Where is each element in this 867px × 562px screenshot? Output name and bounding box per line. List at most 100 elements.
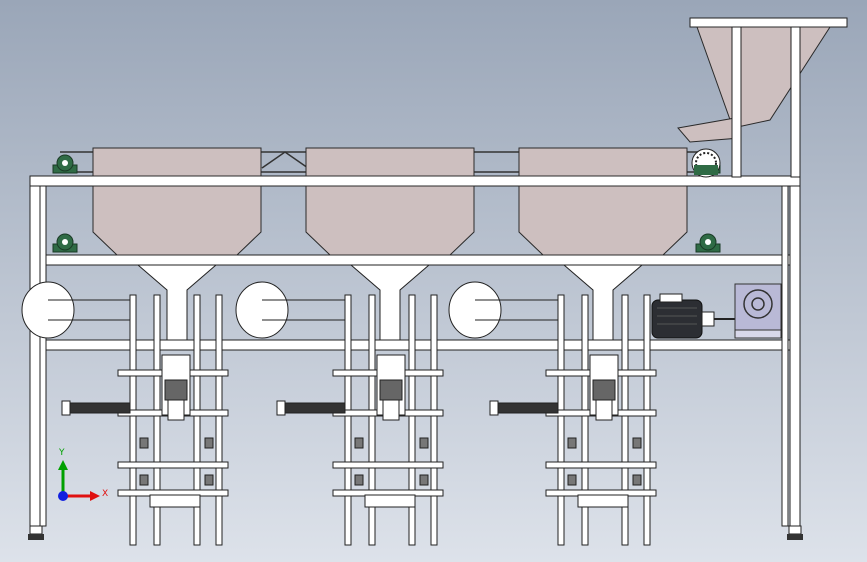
filling-station-1 (61, 294, 229, 546)
pulley-wheel (21, 281, 75, 339)
top-beam (29, 175, 801, 187)
pulley-wheel (448, 281, 502, 339)
pulley-1 (21, 281, 133, 339)
fitting (354, 437, 364, 449)
hopper-unit-3 (518, 147, 688, 341)
filling-stations (61, 294, 657, 546)
left-foot (29, 525, 43, 535)
weighing-hoppers (92, 147, 688, 341)
motor-terminal-box (659, 293, 683, 303)
station-crossbar (117, 461, 229, 469)
bearing-1 (52, 154, 78, 174)
feed-hopper-stand (677, 17, 848, 178)
right-post (789, 177, 801, 527)
station-leg (557, 294, 565, 546)
station-platform (577, 494, 629, 508)
funnel (349, 264, 431, 341)
bearing-bore (62, 239, 68, 245)
pulley-2 (235, 281, 347, 339)
right-inner-post (781, 185, 789, 527)
side-rail (69, 402, 131, 414)
feed-hopper-post-left (731, 26, 742, 178)
station-crossbar (332, 461, 444, 469)
z-axis-dot (58, 491, 68, 501)
belt-tensioner-1 (261, 151, 309, 169)
station-leg (215, 294, 223, 546)
nozzle (167, 399, 185, 421)
feed-hopper-top-plate (689, 17, 848, 28)
fitting (567, 437, 577, 449)
hopper-bin (518, 185, 688, 256)
side-rail (284, 402, 346, 414)
pulley-3 (448, 281, 560, 339)
nozzle (595, 399, 613, 421)
x-axis-label: X (102, 489, 108, 499)
fitting (204, 437, 214, 449)
rail-bracket (61, 400, 71, 416)
sprocket-wheel (691, 148, 721, 178)
filling-station-3 (489, 294, 657, 546)
station-leg (621, 294, 629, 546)
fitting (419, 437, 429, 449)
funnel (136, 264, 218, 341)
drive-pulleys (21, 281, 560, 339)
right-foot (788, 525, 802, 535)
fitting (419, 474, 429, 486)
left-post (29, 177, 41, 527)
worm-gearbox (734, 283, 782, 331)
station-leg (430, 294, 438, 546)
coordinate-triad: Y X (58, 448, 108, 501)
nozzle (382, 399, 400, 421)
hopper-box (92, 147, 262, 177)
station-leg (643, 294, 651, 546)
fitting (632, 474, 642, 486)
hopper-bin (305, 185, 475, 256)
middle-beam (39, 254, 791, 266)
station-leg (193, 294, 201, 546)
funnel (562, 264, 644, 341)
electric-motor (651, 299, 703, 339)
station-leg (408, 294, 416, 546)
rail-bracket (276, 400, 286, 416)
filling-valve (164, 379, 188, 401)
filling-valve (592, 379, 616, 401)
fitting (139, 474, 149, 486)
bearing-3 (695, 233, 721, 253)
fitting (632, 437, 642, 449)
hopper-box (305, 147, 475, 177)
station-leg (368, 294, 376, 546)
fitting (139, 437, 149, 449)
station-leg (153, 294, 161, 546)
feed-hopper-post-right (790, 26, 801, 178)
filling-station-2 (276, 294, 444, 546)
hopper-bin (92, 185, 262, 256)
drive-motor-assembly (651, 283, 782, 339)
station-platform (364, 494, 416, 508)
rail-bracket (489, 400, 499, 416)
bearing-bore (705, 239, 711, 245)
left-inner-post (39, 185, 47, 527)
station-leg (344, 294, 352, 546)
pulley-wheel (235, 281, 289, 339)
station-leg (581, 294, 589, 546)
station-crossbar (545, 461, 657, 469)
y-axis-label: Y (58, 448, 65, 458)
gearbox-base (734, 329, 782, 339)
station-leg (129, 294, 137, 546)
bearing-2 (52, 233, 78, 253)
fitting (204, 474, 214, 486)
hopper-unit-1 (92, 147, 262, 341)
side-rail (497, 402, 559, 414)
hopper-unit-2 (305, 147, 475, 341)
filling-valve (379, 379, 403, 401)
motor-coupling (701, 311, 715, 327)
fitting (567, 474, 577, 486)
right-foot-pad (787, 534, 803, 540)
bearing-bore (62, 160, 68, 166)
fitting (354, 474, 364, 486)
station-platform (149, 494, 201, 508)
left-foot-pad (28, 534, 44, 540)
hopper-box (518, 147, 688, 177)
